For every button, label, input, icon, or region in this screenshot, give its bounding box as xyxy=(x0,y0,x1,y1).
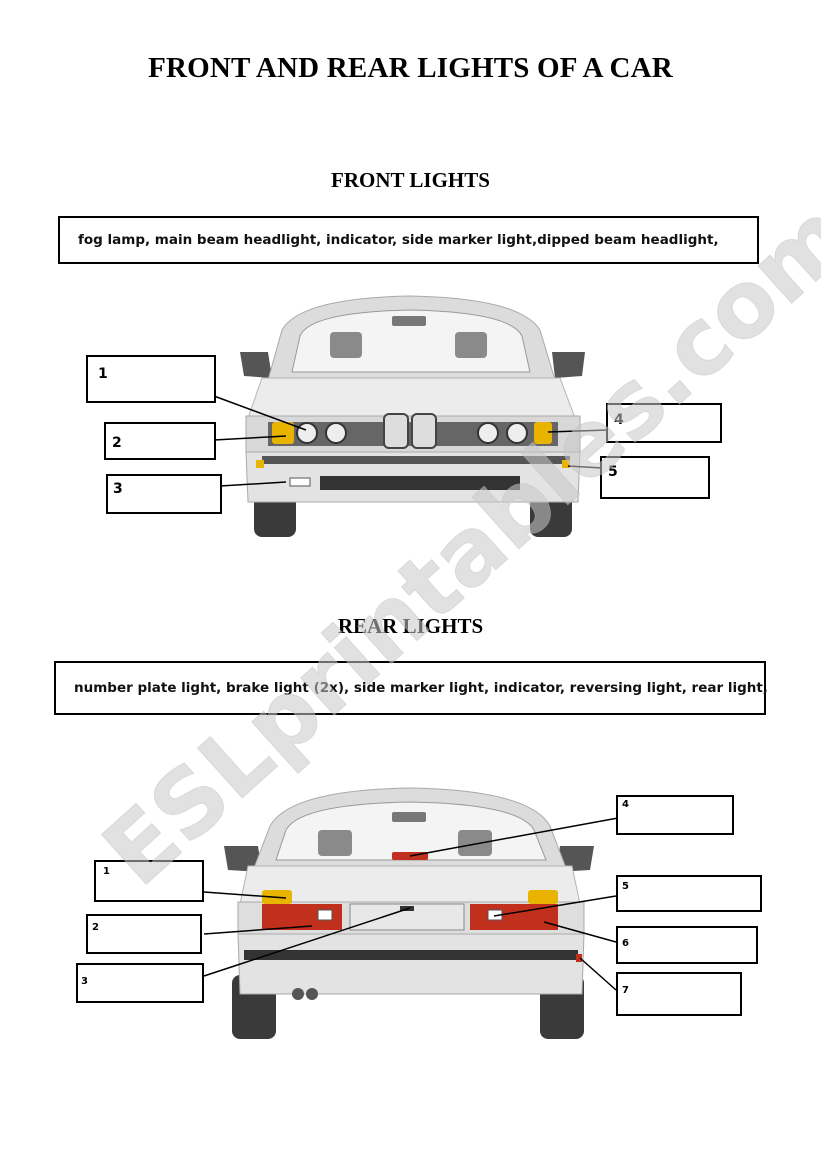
rear-answer-box-5[interactable] xyxy=(616,875,762,912)
front-answer-box-1[interactable] xyxy=(86,355,216,403)
front-lights-heading: FRONT LIGHTS xyxy=(331,168,490,192)
rear-car-illustration xyxy=(203,787,619,1039)
front-answer-box-4[interactable] xyxy=(606,403,722,443)
front-answer-box-2[interactable] xyxy=(104,422,216,460)
rear-answer-box-1[interactable] xyxy=(94,860,204,902)
front-label-5: 5 xyxy=(608,464,618,480)
rear-lights-heading: REAR LIGHTS xyxy=(337,614,484,638)
rear-answer-box-2[interactable] xyxy=(86,914,202,954)
front-answer-box-3[interactable] xyxy=(106,474,222,514)
rear-answer-box-6[interactable] xyxy=(616,926,758,964)
front-word-bank: fog lamp, main beam headlight, indicator… xyxy=(58,216,759,264)
rear-label-7: 7 xyxy=(622,985,629,996)
rear-label-4: 4 xyxy=(622,799,629,810)
rear-label-2: 2 xyxy=(92,922,99,933)
rear-answer-box-4[interactable] xyxy=(616,795,734,835)
rear-label-5: 5 xyxy=(622,881,629,892)
rear-word-bank: number plate light, brake light (2x), si… xyxy=(54,661,768,715)
rear-label-6: 6 xyxy=(622,938,629,949)
front-answer-box-5[interactable] xyxy=(600,456,710,499)
front-label-4: 4 xyxy=(614,412,624,428)
rear-answer-box-3[interactable] xyxy=(76,963,204,1003)
rear-label-3: 3 xyxy=(81,976,88,987)
front-car-illustration xyxy=(213,295,609,537)
front-label-2: 2 xyxy=(112,435,122,451)
rear-answer-box-7[interactable] xyxy=(616,972,742,1016)
rear-label-1: 1 xyxy=(103,866,110,877)
front-label-3: 3 xyxy=(113,481,123,497)
front-label-1: 1 xyxy=(98,366,108,382)
page-title: FRONT AND REAR LIGHTS OF A CAR xyxy=(148,52,673,84)
